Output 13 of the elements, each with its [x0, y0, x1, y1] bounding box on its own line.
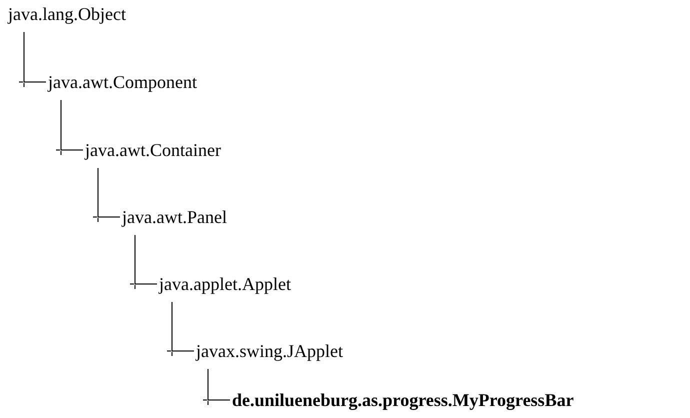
class-name: de.unilueneburg.as.progress.MyProgressBar	[232, 390, 574, 410]
tree-connector	[172, 302, 194, 352]
class-name: javax.swing.JApplet	[196, 341, 343, 361]
tree-connector	[208, 368, 230, 400]
class-name: java.awt.Container	[85, 140, 221, 160]
tree-connector	[60, 100, 84, 150]
class-name: java.applet.Applet	[159, 274, 291, 294]
class-name: java.lang.Object	[8, 4, 126, 24]
class-name: java.awt.Component	[48, 72, 197, 92]
tree-connector	[134, 234, 158, 284]
tree-connector	[98, 168, 120, 218]
tree-connector	[24, 32, 46, 82]
class-name: java.awt.Panel	[122, 207, 227, 227]
